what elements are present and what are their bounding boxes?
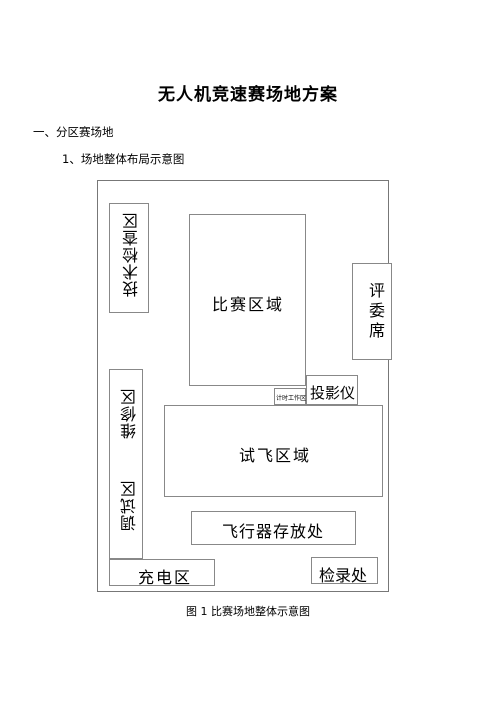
timing-zone: 计时工作区: [274, 388, 306, 405]
section-heading: 一、分区赛场地: [33, 125, 114, 139]
checkin-label: 检录处: [319, 566, 368, 585]
judges-zone: 评委席: [352, 263, 392, 360]
repair-label: 维修区: [120, 388, 139, 439]
projector-label: 投影仪: [310, 384, 356, 402]
race-zone-label: 比赛区域: [212, 295, 285, 314]
race-zone: 比赛区域: [189, 214, 306, 386]
tech-check-label: 技术检查区: [122, 212, 141, 297]
test-flight-label: 试飞区域: [239, 446, 312, 465]
timing-label: 计时工作区: [276, 395, 307, 402]
storage-zone: 飞行器存放处: [191, 511, 356, 545]
repair-zone: 维修区 调试区: [109, 369, 143, 559]
page-title: 无人机竞速赛场地方案: [158, 85, 338, 105]
venue-layout-diagram: 技术检查区 比赛区域 评委席 计时工作区 投影仪 维修区 调试区 试飞区域 飞行…: [97, 180, 392, 592]
test-flight-zone: 试飞区域: [164, 405, 383, 497]
charging-label: 充电区: [138, 568, 193, 587]
subsection-heading: 1、场地整体布局示意图: [62, 152, 185, 166]
checkin-zone: 检录处: [311, 557, 378, 585]
charging-zone: 充电区: [109, 559, 215, 587]
debug-label: 调试区: [120, 480, 139, 531]
figure-caption: 图 1 比赛场地整体示意图: [186, 605, 310, 618]
projector-zone: 投影仪: [306, 375, 358, 405]
tech-check-zone: 技术检查区: [109, 203, 149, 313]
storage-label: 飞行器存放处: [222, 522, 325, 541]
judges-label: 评委席: [366, 282, 385, 342]
